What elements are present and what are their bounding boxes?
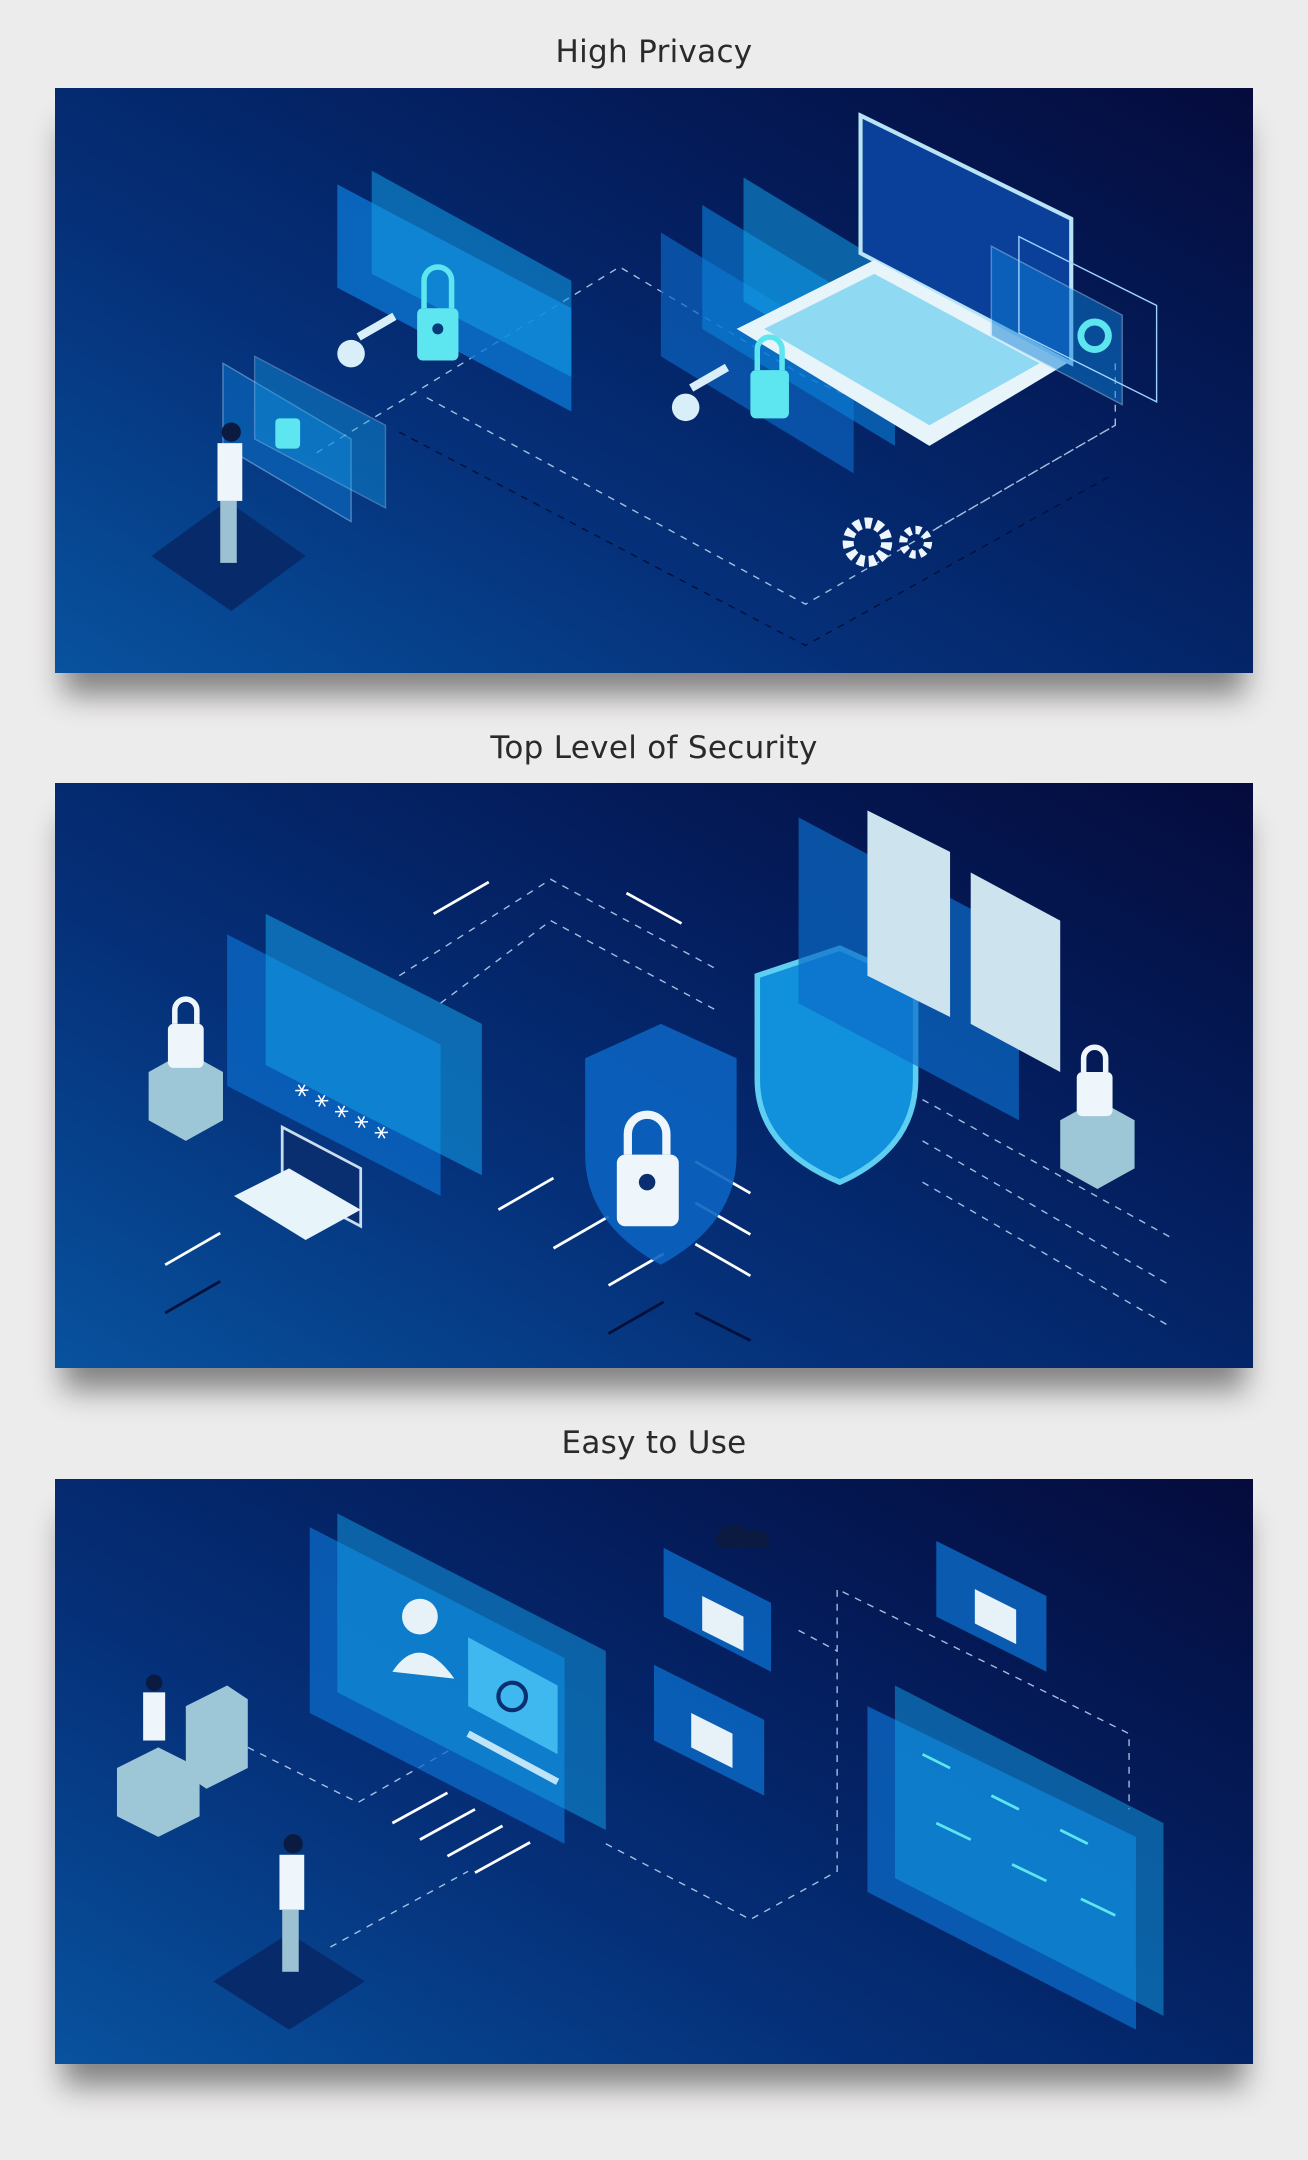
folder-icon <box>663 1547 772 1672</box>
lock-icon <box>750 334 789 419</box>
folder-icon <box>936 1540 1047 1672</box>
arrows <box>391 1791 531 1874</box>
privacy-illustration <box>55 88 1253 673</box>
person-icon <box>279 1834 305 1972</box>
section-title: High Privacy <box>555 34 753 70</box>
desk-worker <box>116 1674 248 1837</box>
padlock-block-left <box>148 996 223 1141</box>
padlock-block-right <box>1060 1044 1135 1190</box>
section-title: Top Level of Security <box>490 730 818 766</box>
server-racks <box>798 810 1061 1121</box>
person-icon <box>217 422 243 563</box>
lock-icon <box>417 264 459 361</box>
sync-icon <box>468 1637 558 1755</box>
laptop-icon <box>234 1124 363 1240</box>
arrows <box>164 880 752 1287</box>
profile-screen <box>309 1513 606 1844</box>
easy-to-use-illustration <box>55 1479 1253 2064</box>
dashed-connector <box>398 878 1171 1328</box>
user-avatar-icon <box>402 1598 438 1635</box>
key-icon <box>337 312 397 368</box>
person-platform <box>213 1933 365 2030</box>
data-dashboard <box>867 1685 1164 2030</box>
folder-icon <box>654 1664 765 1796</box>
gears-icon <box>842 517 933 568</box>
settings-panel <box>990 235 1158 406</box>
login-screen: * * * * * <box>227 913 482 1196</box>
lock-icon <box>616 1110 679 1227</box>
glass-panels-person <box>222 355 387 523</box>
security-illustration: * * * * * <box>55 783 1253 1368</box>
section-title: Easy to Use <box>561 1425 747 1461</box>
cloud-icon <box>715 1524 770 1548</box>
key-icon <box>671 363 730 422</box>
